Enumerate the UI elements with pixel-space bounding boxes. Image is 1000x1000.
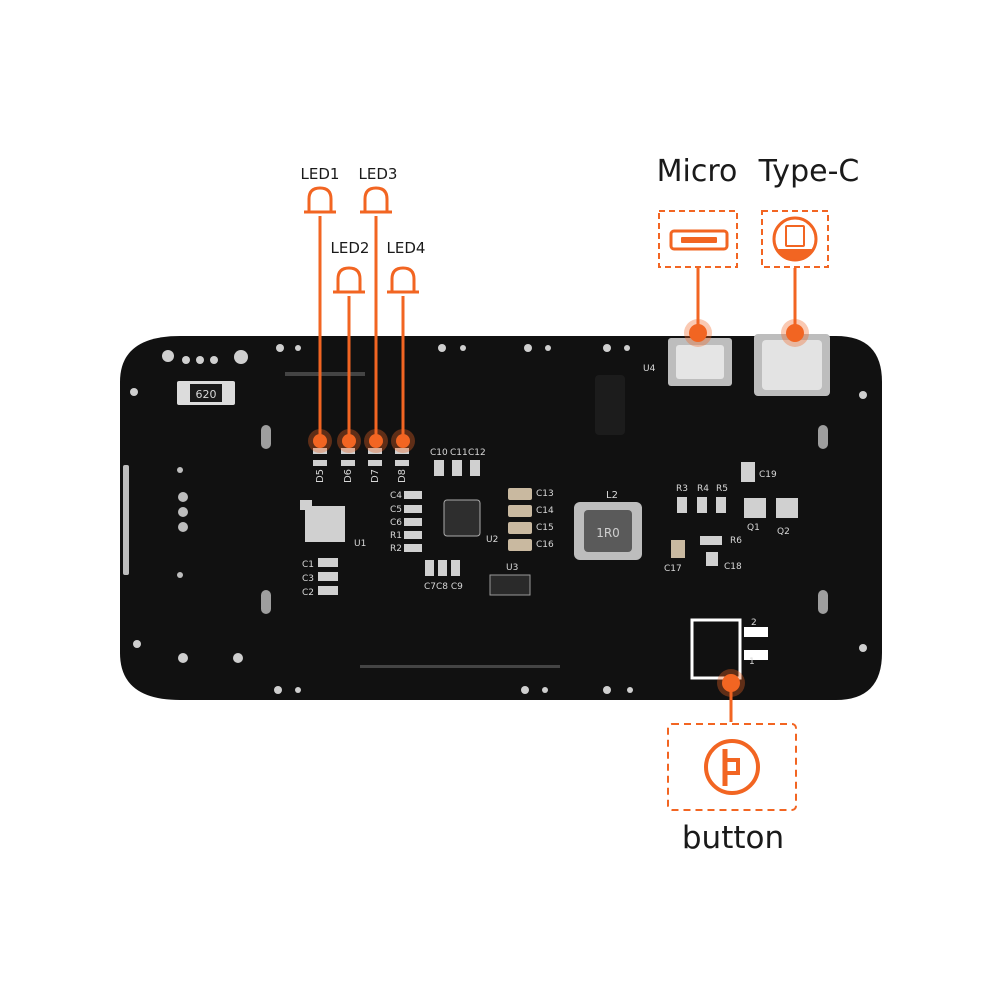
svg-text:C3: C3 [302,574,314,584]
svg-text:C10: C10 [430,448,448,458]
svg-text:Q1: Q1 [747,523,760,533]
svg-text:C2: C2 [302,588,314,598]
svg-text:D5: D5 [315,469,326,483]
led-icon [387,266,419,294]
led1-label: LED1 [301,165,340,183]
svg-text:U2: U2 [486,535,498,545]
button-label: button [682,820,784,856]
svg-text:R3: R3 [676,484,688,494]
svg-text:C1: C1 [302,560,314,570]
tact-switch: 2 1 [690,618,768,680]
svg-text:D7: D7 [370,469,381,483]
svg-text:C14: C14 [536,506,554,516]
callout-lines [318,216,797,722]
led-icon [333,266,365,294]
svg-text:C11: C11 [450,448,468,458]
svg-text:R4: R4 [697,484,709,494]
svg-text:R2: R2 [390,544,402,554]
svg-text:R5: R5 [716,484,728,494]
svg-text:L2: L2 [606,490,618,501]
led-icon [304,186,336,214]
svg-text:U4: U4 [643,364,656,374]
svg-text:D8: D8 [397,469,408,483]
pcb-board: 620 D5 D6 D7 D8 C10 C11 C12 C4 C5 C6 R1 … [120,334,882,700]
svg-text:C6: C6 [390,518,402,528]
svg-text:C4: C4 [390,491,402,501]
led2-label: LED2 [331,239,370,257]
callout-dots [308,319,809,697]
svg-text:Q2: Q2 [777,527,790,537]
svg-text:620: 620 [196,388,217,401]
svg-text:C18: C18 [724,562,742,572]
svg-text:2: 2 [751,618,757,628]
micro-usb-port: U4 [643,338,732,386]
led3-label: LED3 [359,165,398,183]
svg-text:D6: D6 [343,469,354,483]
svg-text:1: 1 [749,657,755,667]
power-button-icon [667,723,797,811]
inductor-l2: L2 1R0 [574,490,642,560]
type-c-port [754,334,830,396]
ic-u3: U3 [489,563,531,596]
svg-text:C13: C13 [536,489,554,499]
micro-label: Micro [657,154,738,189]
svg-text:C15: C15 [536,523,554,533]
ic-u2: U2 [443,499,498,545]
micro-usb-icon [658,210,738,268]
svg-text:C12: C12 [468,448,486,458]
type-c-label: Type-C [758,154,860,189]
svg-text:C16: C16 [536,540,554,550]
svg-text:C7C8 C9: C7C8 C9 [424,582,463,592]
led-icon [360,186,392,214]
svg-text:C17: C17 [664,564,682,574]
led4-label: LED4 [387,239,426,257]
resistor-620: 620 [177,381,235,405]
svg-text:U3: U3 [506,563,518,573]
svg-text:C19: C19 [759,470,777,480]
svg-text:C5: C5 [390,505,402,515]
svg-text:1R0: 1R0 [596,526,620,540]
svg-text:U1: U1 [354,539,366,549]
svg-text:R6: R6 [730,536,742,546]
ic-u1: U1 [300,500,366,549]
svg-text:R1: R1 [390,531,402,541]
type-c-icon [761,210,829,268]
